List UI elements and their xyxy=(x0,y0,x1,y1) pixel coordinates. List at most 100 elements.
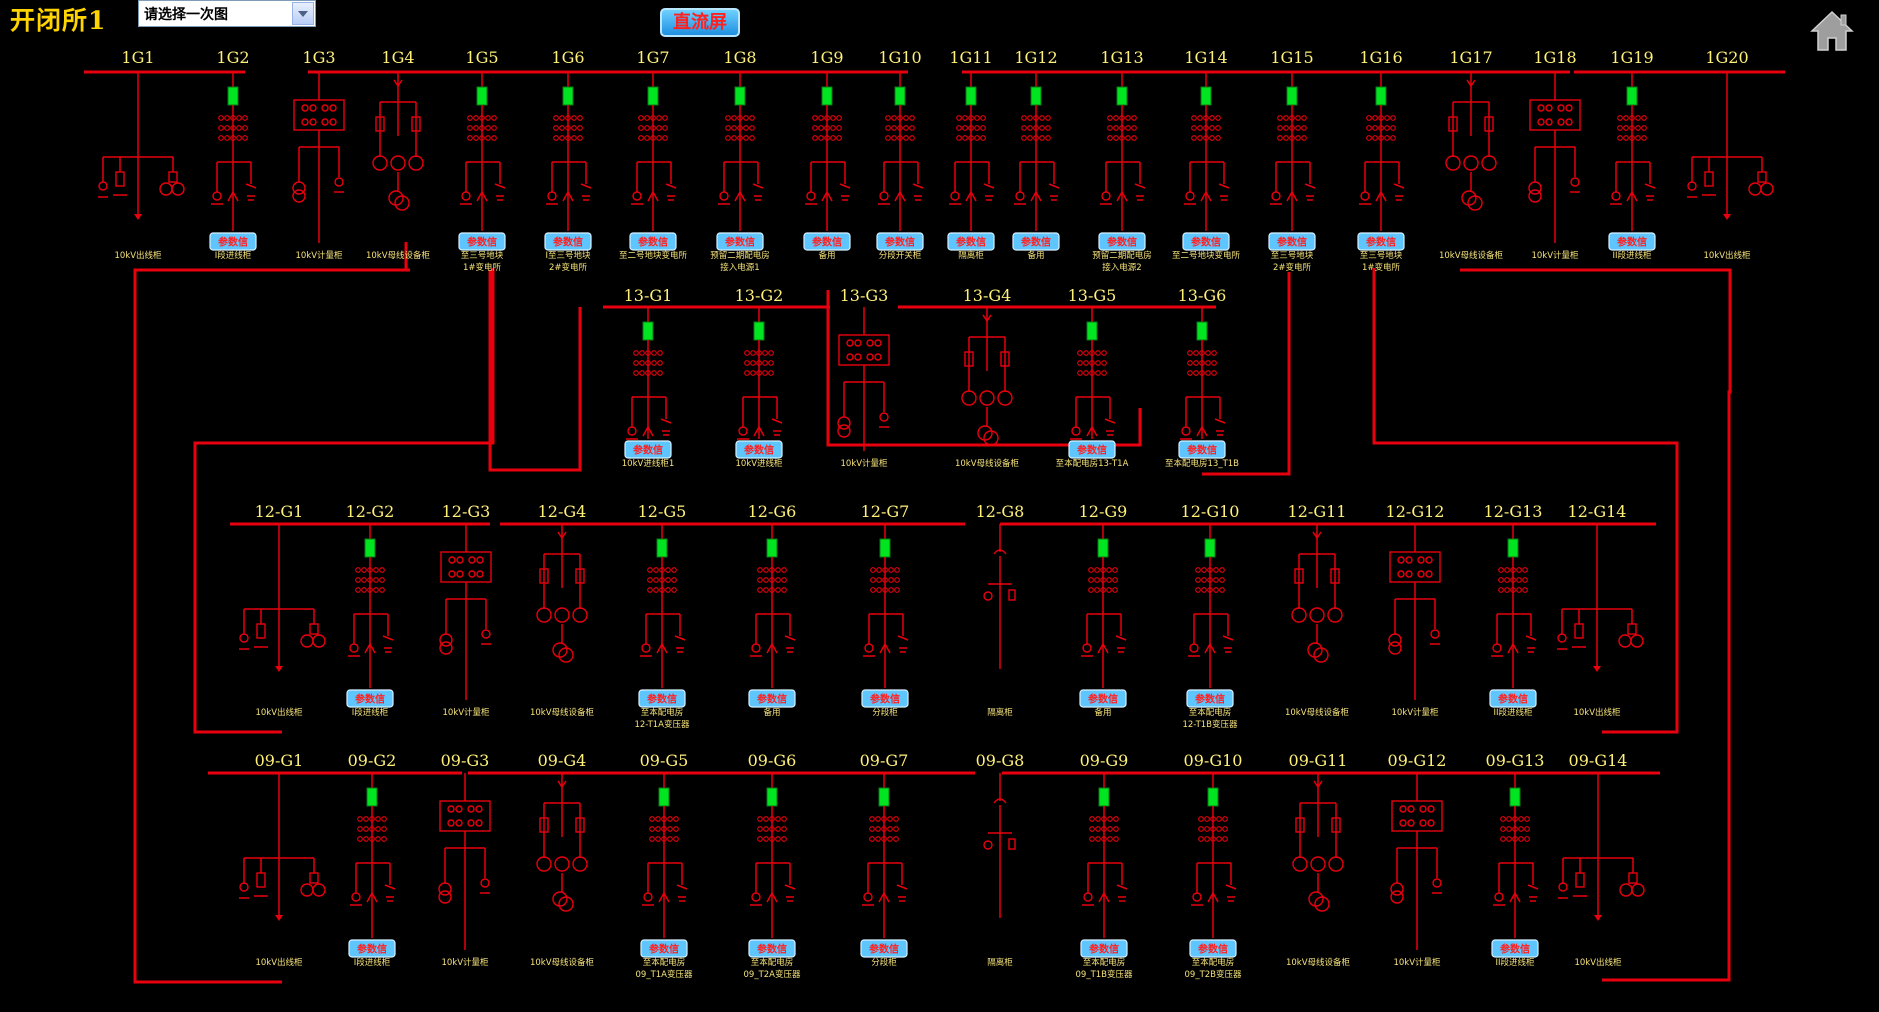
params-button-bg[interactable] xyxy=(640,939,688,958)
params-button-bg[interactable] xyxy=(209,232,257,251)
params-button-bg[interactable] xyxy=(1068,440,1116,459)
params-button-bg[interactable] xyxy=(1608,232,1656,251)
breaker-switch-icon[interactable] xyxy=(476,86,488,106)
params-button-bg[interactable] xyxy=(346,689,394,708)
params-button-bg[interactable] xyxy=(803,232,851,251)
chevron-down-icon[interactable] xyxy=(292,2,314,25)
params-button-bg[interactable] xyxy=(624,440,672,459)
params-button-bg[interactable] xyxy=(348,939,396,958)
breaker-switch-icon[interactable] xyxy=(965,86,977,106)
params-button[interactable]: 参数信 xyxy=(748,689,796,708)
breaker-switch-icon[interactable] xyxy=(364,538,376,558)
breaker-switch-icon[interactable] xyxy=(1207,787,1219,807)
params-button-bg[interactable] xyxy=(638,689,686,708)
params-button[interactable]: 参数信 xyxy=(1012,232,1060,251)
breaker-switch-icon[interactable] xyxy=(647,86,659,106)
home-icon[interactable] xyxy=(1810,10,1854,52)
params-button-bg[interactable] xyxy=(1186,689,1234,708)
breaker-switch-icon[interactable] xyxy=(1375,86,1387,106)
params-button[interactable]: 参数信 xyxy=(1268,232,1316,251)
params-button[interactable]: 参数信 xyxy=(1491,939,1539,958)
params-button-bg[interactable] xyxy=(1098,232,1146,251)
params-button[interactable]: 参数信 xyxy=(624,440,672,459)
params-button-bg[interactable] xyxy=(1079,689,1127,708)
breaker-switch-icon[interactable] xyxy=(878,787,890,807)
params-button-bg[interactable] xyxy=(861,689,909,708)
params-button-bg[interactable] xyxy=(735,440,783,459)
params-button[interactable]: 参数信 xyxy=(1489,689,1537,708)
params-button[interactable]: 参数信 xyxy=(1189,939,1237,958)
breaker-switch-icon[interactable] xyxy=(1286,86,1298,106)
params-button[interactable]: 参数信 xyxy=(860,939,908,958)
params-button-bg[interactable] xyxy=(1080,939,1128,958)
breaker-switch-icon[interactable] xyxy=(821,86,833,106)
params-button-bg[interactable] xyxy=(1268,232,1316,251)
params-button[interactable]: 参数信 xyxy=(947,232,995,251)
params-button-bg[interactable] xyxy=(1178,440,1226,459)
params-button[interactable]: 参数信 xyxy=(1608,232,1656,251)
params-button-bg[interactable] xyxy=(458,232,506,251)
breaker-switch-icon[interactable] xyxy=(766,787,778,807)
params-button[interactable]: 参数信 xyxy=(748,939,796,958)
params-button[interactable]: 参数信 xyxy=(1186,689,1234,708)
params-button[interactable]: 参数信 xyxy=(1182,232,1230,251)
breaker-switch-icon[interactable] xyxy=(1196,321,1208,341)
params-button-bg[interactable] xyxy=(947,232,995,251)
breaker-switch-icon[interactable] xyxy=(658,787,670,807)
params-button-bg[interactable] xyxy=(1489,689,1537,708)
params-button[interactable]: 参数信 xyxy=(544,232,592,251)
params-button[interactable]: 参数信 xyxy=(803,232,851,251)
params-button-bg[interactable] xyxy=(629,232,677,251)
params-button[interactable]: 参数信 xyxy=(640,939,688,958)
breaker-switch-icon[interactable] xyxy=(1098,787,1110,807)
breaker-switch-icon[interactable] xyxy=(1509,787,1521,807)
params-button[interactable]: 参数信 xyxy=(876,232,924,251)
breaker-switch-icon[interactable] xyxy=(1030,86,1042,106)
params-button-bg[interactable] xyxy=(1012,232,1060,251)
breaker-switch-icon[interactable] xyxy=(753,321,765,341)
breaker-switch-icon[interactable] xyxy=(1204,538,1216,558)
breaker-switch-icon[interactable] xyxy=(1507,538,1519,558)
breaker-switch-icon[interactable] xyxy=(734,86,746,106)
params-button-bg[interactable] xyxy=(1357,232,1405,251)
params-button[interactable]: 参数信 xyxy=(346,689,394,708)
breaker-switch-icon[interactable] xyxy=(766,538,778,558)
breaker-switch-icon[interactable] xyxy=(879,538,891,558)
breaker-switch-icon[interactable] xyxy=(1097,538,1109,558)
